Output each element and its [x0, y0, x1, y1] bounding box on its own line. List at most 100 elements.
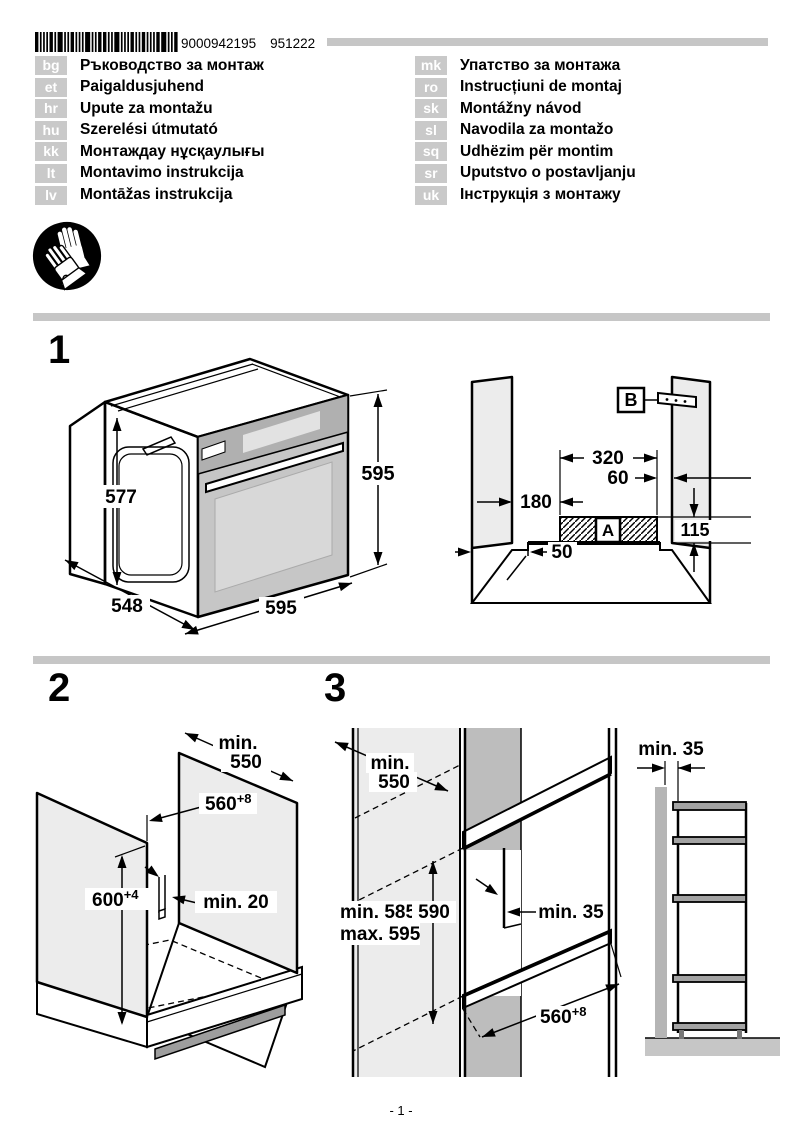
dimension-115: 115 — [657, 488, 751, 572]
language-row: ro Instrucțiuni de montaj — [415, 77, 636, 97]
section-divider-2 — [33, 656, 770, 664]
dimension-depth: 548 — [64, 559, 196, 631]
dim-548-label: 548 — [111, 596, 143, 617]
dimension-590: min. 585 max. 595 590 — [336, 861, 456, 1024]
dimension-min-35: min. 35 — [475, 878, 606, 923]
dim-115-label: 115 — [680, 520, 709, 540]
dim-577-label: 577 — [105, 487, 137, 508]
dim-595-height-label: 595 — [361, 463, 394, 485]
language-row: sq Udhëzim për montim — [415, 142, 636, 162]
dim-550-label: 550 — [230, 752, 262, 773]
dim-560-tolerance: +8 — [572, 1004, 587, 1019]
language-title: Інструкція з монтажу — [460, 186, 621, 204]
rear-vent-notch — [158, 875, 166, 921]
language-title: Montážny návod — [460, 99, 582, 117]
dim-595-width-label: 595 — [265, 598, 297, 619]
language-title: Uputstvo o postavljanju — [460, 164, 636, 182]
dim-180-label: 180 — [520, 492, 552, 513]
language-title: Upute za montažu — [80, 99, 213, 117]
language-code-badge: mk — [415, 56, 447, 75]
language-title: Paigaldusjuhend — [80, 78, 205, 96]
niche-left-panel — [470, 375, 514, 550]
oven-badge-plate — [201, 440, 226, 461]
front-glove — [44, 244, 88, 291]
svg-text:560+8: 560+8 — [205, 791, 252, 815]
dimension-min-550: min. 550 — [334, 741, 449, 793]
dimension-front-width: 595 — [184, 582, 353, 635]
language-title: Упатство за монтажа — [460, 56, 621, 74]
language-row: bg Ръководство за монтаж — [35, 56, 265, 75]
language-code-badge: bg — [35, 56, 67, 75]
dimension-min-550: min. 550 — [184, 732, 294, 782]
dim-590-label: 590 — [418, 902, 450, 923]
cabinet-leg — [679, 1030, 684, 1039]
dimension-600: 600+4 — [85, 845, 151, 1025]
language-title: Szerelési útmutató — [80, 121, 218, 139]
dimension-height: 595 — [349, 389, 401, 578]
language-code-badge: et — [35, 77, 67, 97]
language-code-badge: sr — [415, 163, 447, 183]
language-title: Монтаждау нұсқаулығы — [80, 142, 265, 160]
dimension-560: 560+8 — [146, 791, 257, 841]
page-number: - 1 - — [389, 1103, 413, 1118]
figure-2-number: 2 — [48, 666, 71, 710]
safety-gloves-icon — [32, 221, 102, 291]
language-title: Montavimo instrukcija — [80, 164, 244, 182]
language-row: sk Montážny návod — [415, 99, 636, 119]
section-divider-1 — [33, 313, 770, 321]
language-title: Montāžas instrukcija — [80, 186, 233, 204]
language-code-badge: hu — [35, 120, 67, 140]
svg-text:600+4: 600+4 — [92, 887, 139, 911]
oven-niche-opening — [466, 850, 521, 996]
plinth — [154, 1003, 286, 1061]
language-list-right: mk Упатство за монтажа ro Instrucțiuni d… — [415, 56, 636, 207]
cabinet-leg — [737, 1030, 742, 1039]
language-list-left: bg Ръководство за монтаж et Paigaldusjuh… — [35, 56, 265, 207]
language-code-badge: sl — [415, 120, 447, 140]
dim-600-label: 600 — [92, 890, 124, 911]
language-title: Navodila za montažo — [460, 121, 614, 139]
oven-handle — [205, 441, 344, 494]
dim-min-585-label: min. 585 — [340, 902, 416, 923]
dim-560-tolerance: +8 — [237, 791, 252, 806]
label-a-box — [594, 516, 622, 544]
language-code-badge: lt — [35, 163, 67, 183]
oven-back-facet — [68, 400, 107, 586]
dim-320-label: 320 — [592, 448, 624, 469]
svg-text:560+8: 560+8 — [540, 1004, 587, 1028]
language-row: kk Монтаждау нұсқаулығы — [35, 142, 265, 162]
cabinet-shelves — [672, 801, 747, 1031]
language-row: hu Szerelési útmutató — [35, 120, 265, 140]
label-b-box — [616, 386, 646, 414]
figure-3-number: 3 — [324, 666, 347, 710]
language-code-badge: lv — [35, 185, 67, 205]
niche-section-drawing: A B 320 60 — [455, 375, 751, 604]
wall-strip — [655, 787, 667, 1038]
language-title: Ръководство за монтаж — [80, 56, 264, 74]
language-row: mk Упатство за монтажа — [415, 56, 636, 75]
floor — [645, 1038, 780, 1056]
oven-display — [243, 411, 320, 453]
dim-max-595-label: max. 595 — [340, 924, 421, 945]
dim-50-label: 50 — [551, 542, 572, 563]
mounting-bracket-callout: B — [616, 386, 697, 414]
dim-60-label: 60 — [607, 468, 628, 489]
barcode-suffix: 951222 — [270, 36, 316, 51]
label-b: B — [625, 390, 638, 410]
dim-min-label: min. — [218, 733, 257, 754]
tall-cabinet-drawing: min. 550 min. 585 max. 595 590 min. 35 — [334, 728, 622, 1077]
oven-side-slot — [141, 436, 177, 456]
language-row: lv Montāžas instrukcija — [35, 185, 265, 205]
base-cabinet-drawing: min. 550 560+8 600+4 min. 20 — [35, 732, 303, 1069]
dimension-180: 180 — [477, 491, 583, 513]
label-a: A — [602, 521, 614, 540]
dimension-50: 50 — [455, 542, 577, 581]
language-code-badge: sk — [415, 99, 447, 119]
dimension-min-20: min. 20 — [144, 865, 277, 913]
language-row: sr Uputstvo o postavljanju — [415, 163, 636, 183]
language-title: Udhëzim për montim — [460, 142, 614, 160]
base-front-face — [146, 965, 303, 1049]
dimension-min-35-detail: min. 35 — [637, 739, 705, 801]
language-row: uk Інструкція з монтажу — [415, 185, 636, 205]
